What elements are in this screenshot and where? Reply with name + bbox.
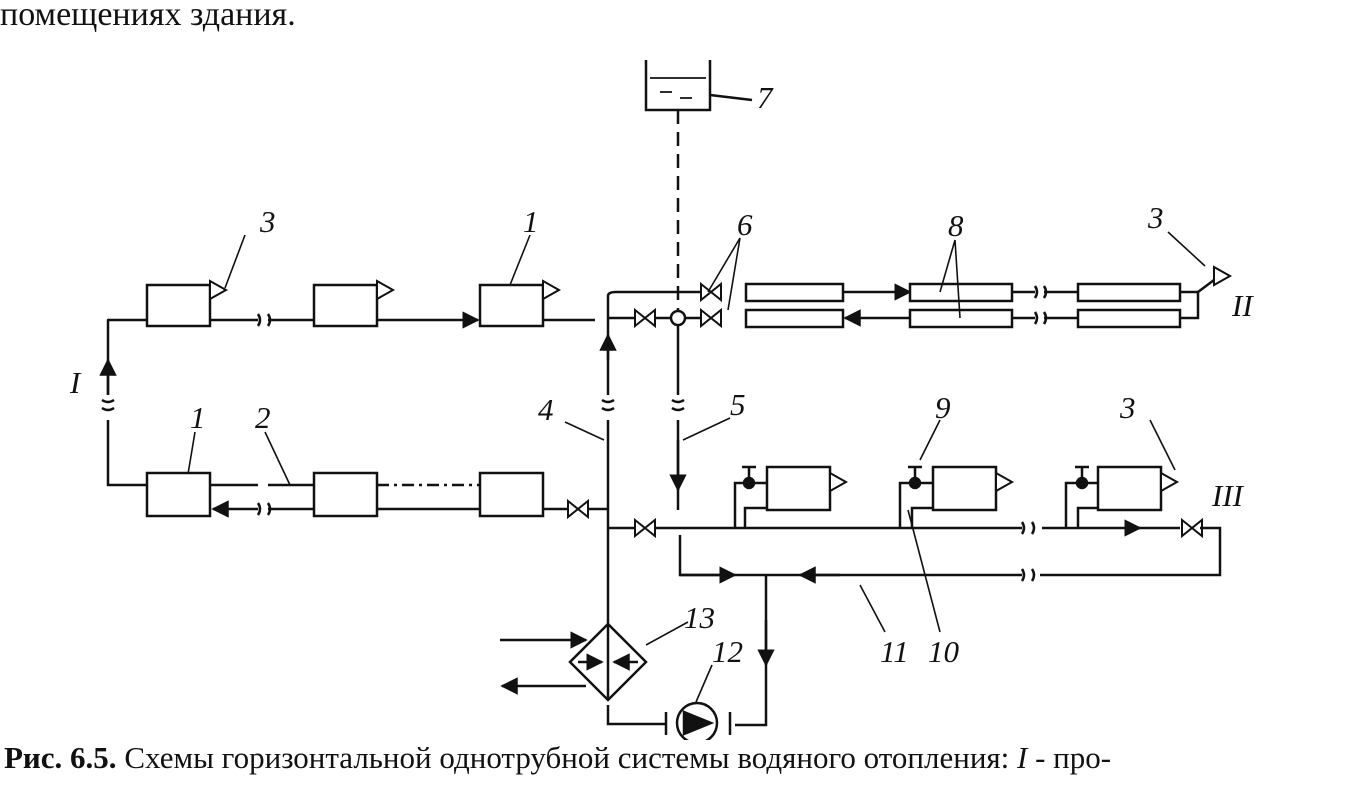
label-9: 9 [935, 390, 951, 425]
label-5: 5 [730, 387, 746, 422]
label-2: 2 [255, 400, 271, 435]
branch-2 [633, 265, 1232, 329]
label-7: 7 [757, 80, 774, 115]
label-roman-2: II [1231, 288, 1254, 323]
label-3c: 3 [1119, 390, 1136, 425]
branch-1-left-riser [106, 318, 147, 487]
caption-text: Схемы горизонтальной однотрубной системы… [116, 740, 1018, 775]
expansion-tank [644, 60, 712, 112]
label-6: 6 [737, 207, 753, 242]
heating-system-diagram: I II III 1 1 2 3 3 3 4 5 6 7 8 9 10 11 1… [69, 60, 1254, 740]
label-1b: 1 [190, 400, 206, 435]
label-11: 11 [880, 634, 909, 669]
caption-bold: Рис. 6.5. [4, 740, 117, 775]
figure-caption: Рис. 6.5. Схемы горизонтальной однотрубн… [4, 740, 1111, 776]
branch-1-upper [108, 279, 595, 329]
label-8: 8 [948, 208, 964, 243]
label-13: 13 [684, 600, 715, 635]
label-10: 10 [928, 634, 960, 669]
label-1a: 1 [523, 204, 539, 239]
caption-italic: I [1017, 740, 1028, 775]
top-text-fragment: помещениях здания. [0, 0, 296, 33]
label-12: 12 [712, 634, 743, 669]
label-roman-1: I [69, 365, 82, 400]
label-3b: 3 [1147, 200, 1164, 235]
caption-tail: - про- [1027, 740, 1112, 775]
label-3a: 3 [259, 204, 276, 239]
branch-3 [608, 465, 1222, 584]
branch-1-lower [145, 471, 608, 519]
label-4: 4 [538, 392, 554, 427]
label-roman-3: III [1211, 478, 1245, 513]
